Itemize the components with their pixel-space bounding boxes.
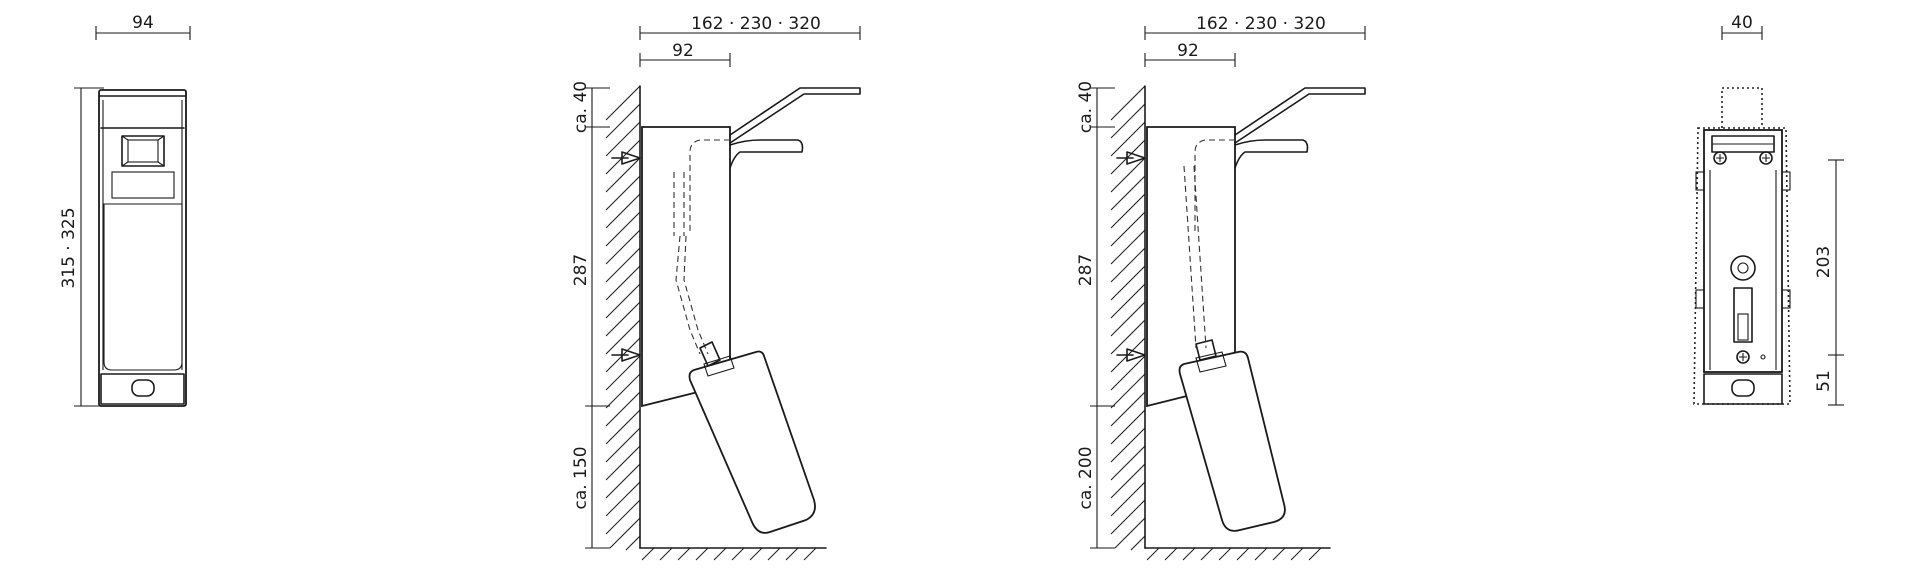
back-upper-label: 203 xyxy=(1814,246,1834,278)
back-width-label: 40 xyxy=(1731,13,1753,33)
side-a-top-dimension: 162 · 230 · 320 xyxy=(639,14,861,40)
back-height-dimensions: 203 51 xyxy=(1814,159,1844,406)
side-b-below-label: ca. 200 xyxy=(1076,446,1096,509)
front-height-label: 315 · 325 xyxy=(59,207,79,288)
back-width-dimension: 40 xyxy=(1721,13,1763,40)
back-lower-label: 51 xyxy=(1814,370,1834,392)
side-a-vertical-dimensions: ca. 40 287 ca. 150 xyxy=(571,81,610,549)
side-b-wall xyxy=(1110,85,1331,561)
side-a-depth-dimension: 92 xyxy=(639,41,731,67)
side-view-b: 162 · 230 · 320 92 ca. 40 287 ca. 200 xyxy=(1076,14,1366,561)
side-view-a: 162 · 230 · 320 92 ca. 40 287 ca. 150 xyxy=(571,14,861,561)
side-b-depth-label: 92 xyxy=(1177,41,1199,61)
side-a-wall xyxy=(605,85,827,561)
front-view: 94 315 · 325 xyxy=(59,13,191,407)
side-b-above-label: ca. 40 xyxy=(1076,81,1096,133)
side-a-above-label: ca. 40 xyxy=(571,81,591,133)
front-width-label: 94 xyxy=(132,13,154,33)
back-view: 40 203 51 xyxy=(1693,13,1844,406)
side-b-screws xyxy=(1116,151,1146,362)
side-a-top-label: 162 · 230 · 320 xyxy=(691,14,821,34)
dispenser-front xyxy=(98,89,187,407)
back-dispenser xyxy=(1693,87,1791,405)
front-height-dimension: 315 · 325 xyxy=(59,87,104,407)
side-b-vertical-dimensions: ca. 40 287 ca. 200 xyxy=(1076,81,1115,549)
side-b-top-label: 162 · 230 · 320 xyxy=(1196,14,1326,34)
side-b-height-label: 287 xyxy=(1076,254,1096,286)
side-a-height-label: 287 xyxy=(571,254,591,286)
side-a-below-label: ca. 150 xyxy=(571,446,591,509)
side-a-screws xyxy=(611,151,641,362)
side-a-depth-label: 92 xyxy=(672,41,694,61)
side-b-dispenser xyxy=(1146,87,1366,532)
side-a-dispenser xyxy=(641,87,861,534)
front-width-dimension: 94 xyxy=(95,13,191,40)
side-b-depth-dimension: 92 xyxy=(1144,41,1236,67)
side-b-top-dimension: 162 · 230 · 320 xyxy=(1144,14,1366,40)
